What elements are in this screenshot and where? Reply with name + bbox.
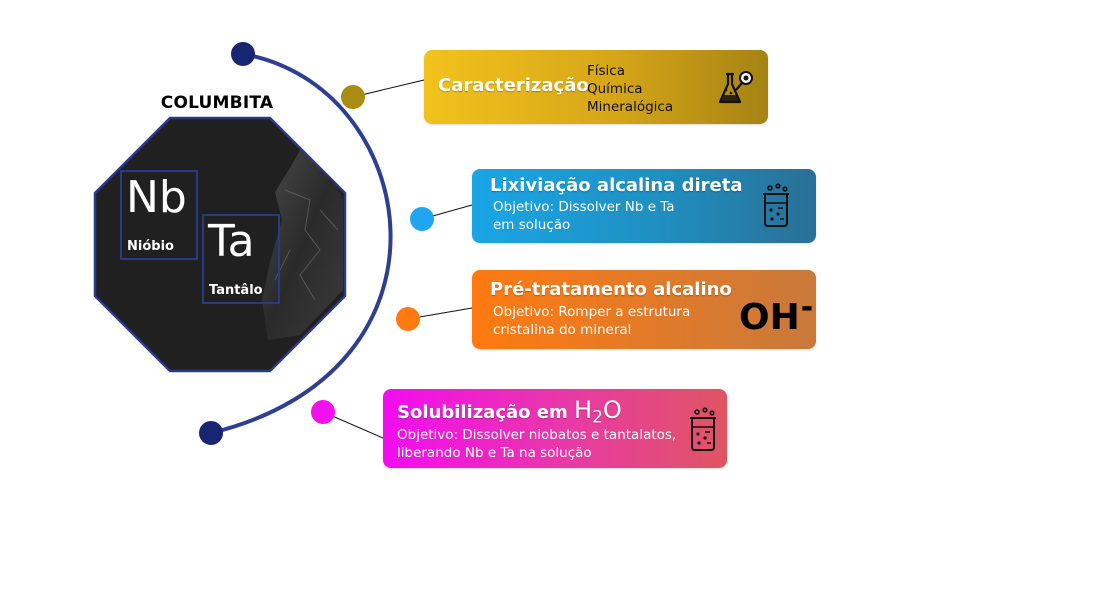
step-body-solubilizacao: Objetivo: Dissolver niobatos e tantalato… [397, 426, 676, 462]
arc-end-node [199, 421, 223, 445]
element-name-ta: Tantâlo [209, 283, 263, 298]
water-formula-sub: 2 [592, 407, 603, 428]
element-symbol-ta: Ta [208, 216, 255, 267]
step-title-prefix: Solubilização em [397, 402, 575, 423]
element-box-nb: Nb Nióbio [120, 170, 198, 260]
characterization-list: Física Química Mineralógica [587, 62, 673, 116]
mineral-title: COLUMBITA [160, 93, 274, 113]
hydroxide-charge: - [800, 290, 814, 325]
step-body-line-1: Objetivo: Romper a estrutura [493, 304, 691, 320]
step-card-solubilizacao: Solubilização em H2O Objetivo: Dissolver… [383, 389, 727, 468]
element-symbol-nb: Nb [126, 172, 187, 223]
step-body-line-1: Objetivo: Dissolver niobatos e tantalato… [397, 427, 677, 443]
element-name-nb: Nióbio [127, 239, 174, 254]
step-node-lixiviacao [410, 207, 434, 231]
step-card-caracterizacao: Caracterização Física Química Mineralógi… [424, 50, 768, 124]
beaker-icon [690, 407, 716, 451]
step-node-caracterizacao [341, 85, 365, 109]
step-node-pretratamento [396, 307, 420, 331]
water-formula-o: O [602, 396, 622, 424]
arc-start-node [231, 42, 255, 66]
water-formula-h: H [574, 396, 593, 424]
step-body-line-1: Objetivo: Dissolver Nb e Ta [493, 199, 675, 215]
list-item-mineralogica: Mineralógica [587, 99, 674, 115]
step-body-line-2: cristalina do mineral [493, 322, 632, 338]
hydroxide-formula: OH- [739, 290, 813, 338]
beaker-icon [763, 183, 789, 227]
step-body-line-2: em solução [493, 217, 571, 233]
step-body-pretratamento: Objetivo: Romper a estrutura cristalina … [493, 303, 690, 339]
step-node-solubilizacao [311, 400, 335, 424]
flask-magnifier-icon [718, 71, 753, 104]
element-box-ta: Ta Tantâlo [202, 214, 280, 304]
process-arc [210, 52, 393, 435]
step-card-pretratamento: Pré-tratamento alcalino Objetivo: Romper… [472, 270, 816, 349]
step-card-lixiviacao: Lixiviação alcalina direta Objetivo: Dis… [472, 169, 816, 243]
step-title-pretratamento: Pré-tratamento alcalino [490, 279, 732, 300]
rock-texture-detail [274, 189, 339, 301]
step-title-caracterizacao: Caracterização [438, 75, 589, 96]
list-item-fisica: Física [587, 63, 625, 79]
step-title-solubilizacao: Solubilização em H2O [397, 396, 622, 428]
step-body-lixiviacao: Objetivo: Dissolver Nb e Ta em solução [493, 198, 675, 234]
rock-texture [262, 150, 343, 340]
connector-line-1 [352, 79, 425, 98]
step-title-lixiviacao: Lixiviação alcalina direta [490, 175, 743, 196]
list-item-quimica: Química [587, 81, 643, 97]
hydroxide-main: OH [739, 297, 800, 338]
step-body-line-2: liberando Nb e Ta na solução [397, 445, 592, 461]
